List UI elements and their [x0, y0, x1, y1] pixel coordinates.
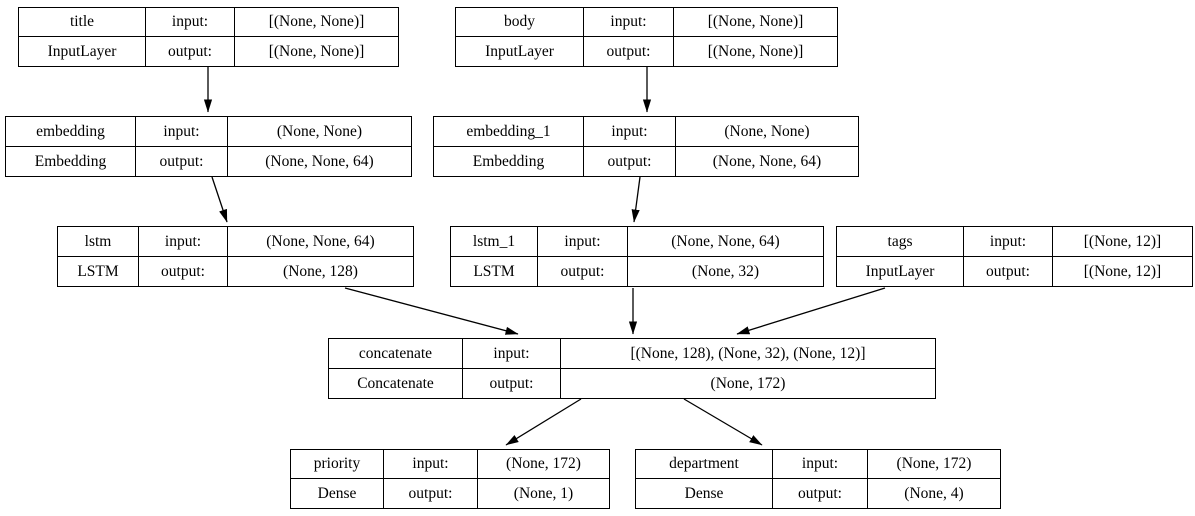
- input-shape: (None, 172): [868, 450, 1000, 479]
- layer-name: department: [636, 450, 773, 479]
- input-shape: (None, None): [676, 117, 858, 147]
- layer-node-tags: tags input: [(None, 12)] InputLayer outp…: [836, 226, 1193, 287]
- layer-name: concatenate: [329, 339, 463, 369]
- output-label: output:: [384, 479, 478, 508]
- layer-name: lstm: [58, 227, 139, 257]
- layer-node-concatenate: concatenate input: [(None, 128), (None, …: [328, 338, 936, 399]
- output-label: output:: [146, 37, 235, 66]
- input-label: input:: [584, 117, 676, 147]
- layer-type: Embedding: [6, 146, 136, 176]
- layer-name: body: [456, 8, 584, 37]
- output-shape: (None, 32): [691, 262, 760, 280]
- layer-node-embedding_1: embedding_1 input: (None, None) Embeddin…: [433, 116, 859, 177]
- input-label: input:: [538, 227, 628, 257]
- layer-name: embedding_1: [434, 117, 584, 147]
- layer-type: LSTM: [451, 256, 538, 286]
- layer-name: priority: [291, 450, 384, 479]
- output-shape: (None, None, 64): [265, 152, 374, 170]
- input-shape: [(None, 128), (None, 32), (None, 12)]: [561, 339, 935, 369]
- output-label: output:: [584, 37, 674, 66]
- layer-node-lstm_1: lstm_1 input: (None, None, 64) LSTM outp…: [450, 226, 824, 287]
- input-label: input:: [773, 450, 868, 479]
- output-label: output:: [139, 256, 228, 286]
- input-shape: (None, 172): [478, 450, 609, 479]
- input-label: input:: [139, 227, 228, 257]
- output-label: output:: [964, 256, 1053, 286]
- layer-name: title: [19, 8, 146, 37]
- output-label: output:: [538, 256, 628, 286]
- input-shape: (None, None, 64): [228, 227, 413, 257]
- layer-node-embedding: embedding input: (None, None) Embedding …: [5, 116, 412, 177]
- layer-type: Embedding: [434, 146, 584, 176]
- layer-type: InputLayer: [837, 256, 964, 286]
- layer-type: InputLayer: [19, 37, 146, 66]
- input-label: input:: [136, 117, 228, 147]
- layer-name: tags: [837, 227, 964, 257]
- layer-node-title: title input: [(None, None)] InputLayer o…: [18, 7, 399, 67]
- output-shape: [(None, None)]: [268, 42, 365, 60]
- input-label: input:: [584, 8, 674, 37]
- edge-embedding-lstm: [211, 176, 228, 223]
- layer-name: lstm_1: [451, 227, 538, 257]
- layer-type: Dense: [636, 479, 773, 508]
- input-shape: (None, None): [228, 117, 411, 147]
- edge-concatenate-priority: [505, 398, 582, 446]
- layer-type: Dense: [291, 479, 384, 508]
- layer-type: Concatenate: [329, 368, 463, 398]
- edge-concatenate-department: [683, 398, 763, 446]
- output-label: output:: [773, 479, 868, 508]
- output-shape: (None, 128): [283, 262, 358, 280]
- edge-lstm-concatenate: [344, 287, 519, 335]
- output-label: output:: [463, 368, 561, 398]
- layer-type: InputLayer: [456, 37, 584, 66]
- output-shape: [(None, 12)]: [1083, 262, 1162, 280]
- input-shape: (None, None, 64): [628, 227, 823, 257]
- input-shape: [(None, None)]: [235, 8, 398, 37]
- output-label: output:: [584, 146, 676, 176]
- input-shape: [(None, 12)]: [1053, 227, 1192, 257]
- input-shape: [(None, None)]: [674, 8, 837, 37]
- input-label: input:: [463, 339, 561, 369]
- output-shape: (None, 4): [904, 484, 964, 502]
- output-shape: (None, 172): [710, 374, 786, 392]
- input-label: input:: [146, 8, 235, 37]
- output-shape: (None, None, 64): [712, 152, 822, 170]
- edge-embedding_1-lstm_1: [631, 176, 641, 223]
- layer-name: embedding: [6, 117, 136, 147]
- input-label: input:: [964, 227, 1053, 257]
- output-label: output:: [136, 146, 228, 176]
- layer-node-body: body input: [(None, None)] InputLayer ou…: [455, 7, 838, 67]
- layer-node-lstm: lstm input: (None, None, 64) LSTM output…: [57, 226, 414, 287]
- layer-node-department: department input: (None, 172) Dense outp…: [635, 449, 1001, 509]
- output-shape: (None, 1): [513, 484, 574, 502]
- edge-tags-concatenate: [736, 287, 886, 335]
- output-shape: [(None, None)]: [707, 42, 804, 60]
- layer-node-priority: priority input: (None, 172) Dense output…: [290, 449, 610, 509]
- input-label: input:: [384, 450, 478, 479]
- layer-type: LSTM: [58, 256, 139, 286]
